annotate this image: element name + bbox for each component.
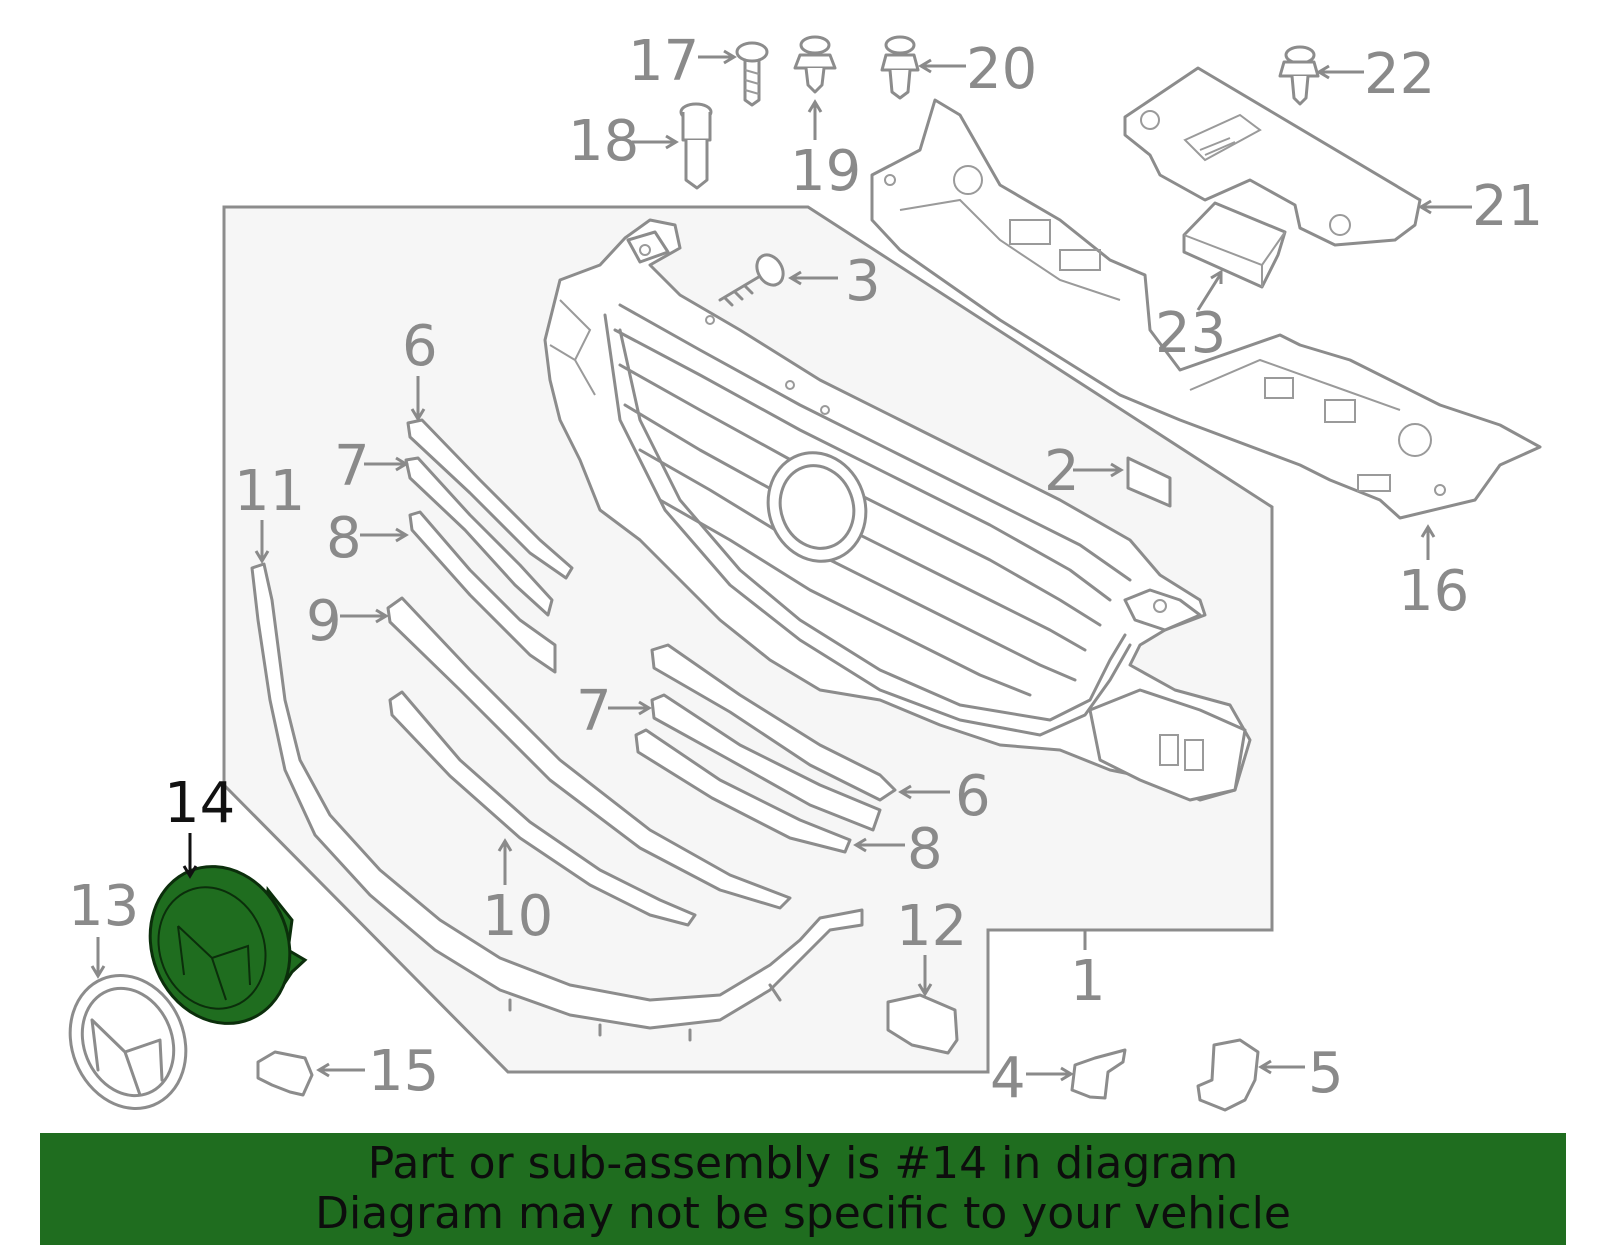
callout-3: 3: [845, 249, 881, 314]
part-16-shroud: [870, 98, 1542, 520]
part-13-emblem: [68, 974, 188, 1110]
part-12-bracket: [886, 993, 959, 1055]
leader-arrows: [90, 49, 1472, 1082]
part-23-pad: [1182, 201, 1287, 289]
notice-banner: Part or sub-assembly is #14 in diagram D…: [40, 1133, 1566, 1245]
callout-20: 20: [966, 37, 1037, 102]
part-8-strip-lower: [634, 728, 852, 854]
part-15-clip: [256, 1050, 314, 1097]
callout-17: 17: [628, 29, 699, 94]
callout-22: 22: [1364, 42, 1435, 107]
part-18-clip: [679, 102, 713, 190]
callout-19: 19: [790, 139, 861, 204]
banner-line-1: Part or sub-assembly is #14 in diagram: [367, 1138, 1239, 1189]
part-8-strip-upper: [408, 510, 557, 674]
callout-23: 23: [1155, 301, 1226, 366]
part-7-strip-lower: [650, 643, 897, 802]
callout-2: 2: [1044, 439, 1080, 504]
part-21-cover: [1123, 66, 1422, 247]
part-22-clip: [1278, 45, 1320, 106]
callout-8b: 8: [907, 817, 943, 882]
part-7-strip-upper: [404, 456, 554, 617]
callout-15: 15: [368, 1039, 439, 1104]
callout-21: 21: [1472, 174, 1543, 239]
callout-7b: 7: [576, 679, 612, 744]
part-1-grille: [543, 218, 1252, 802]
part-5-bracket: [1196, 1038, 1260, 1112]
part-9-strip: [386, 596, 792, 910]
part-17-screw: [735, 41, 769, 107]
callout-9: 9: [306, 589, 342, 654]
callout-6a: 6: [402, 314, 438, 379]
part-4-clip: [1070, 1048, 1127, 1100]
part-11-molding: [250, 562, 864, 1042]
part-10-strip: [388, 690, 697, 927]
part-6-strip-lower: [650, 693, 882, 832]
part-19-clip: [793, 35, 837, 94]
callout-5: 5: [1308, 1041, 1344, 1106]
part-14-emblem-base: [148, 865, 308, 1025]
callout-labels: 17 18 19 20 22 21 23 3 2 16 6 7 8 9 11 1…: [68, 29, 1543, 1111]
callout-10: 10: [482, 884, 553, 949]
banner-line-2: Diagram may not be specific to your vehi…: [315, 1188, 1291, 1239]
part-2-pad: [1126, 456, 1172, 508]
callout-12: 12: [896, 894, 967, 959]
callout-13: 13: [68, 874, 139, 939]
part-3-screw: [718, 253, 785, 307]
callout-14: 14: [164, 771, 235, 836]
callout-4: 4: [990, 1046, 1026, 1111]
callout-7a: 7: [334, 434, 370, 499]
callout-1: 1: [1070, 949, 1106, 1014]
part-20-clip: [880, 35, 920, 100]
callout-6b: 6: [955, 764, 991, 829]
callout-8a: 8: [326, 506, 362, 571]
callout-18: 18: [568, 109, 639, 174]
callout-16: 16: [1398, 559, 1469, 624]
part-6-strip-upper: [406, 418, 574, 580]
callout-11: 11: [234, 459, 305, 524]
